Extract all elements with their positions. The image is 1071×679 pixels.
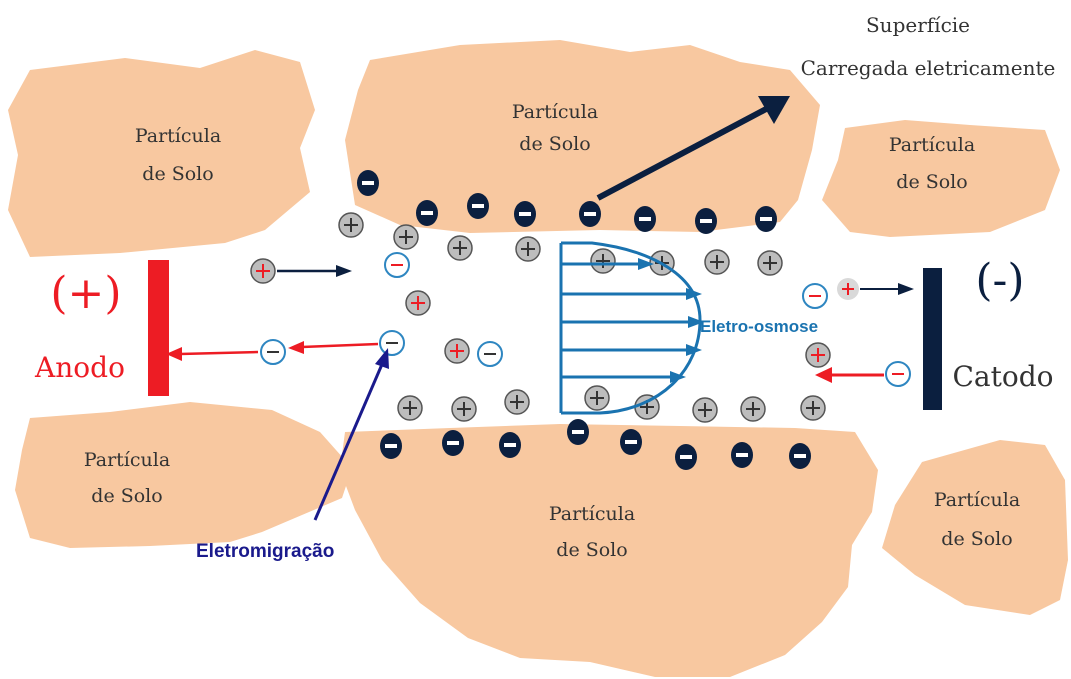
- anion-arrow-head-3: [815, 367, 832, 383]
- soil-particle-top-center: [345, 40, 820, 233]
- anion: [885, 361, 911, 387]
- soil-particle-bottom-right: [882, 440, 1068, 615]
- soil-label-bottom-right-1: Partícula: [934, 489, 1020, 511]
- soil-label-bottom-right-2: de Solo: [941, 528, 1012, 550]
- surface-charge-bottom: [675, 444, 697, 470]
- soil-label-top-left-1: Partícula: [135, 125, 221, 147]
- electromigration-label: Eletromigração: [196, 541, 334, 562]
- cation: [584, 385, 610, 411]
- cation: [405, 290, 431, 316]
- surface-label-line2: Carregada eletricamente: [801, 56, 1056, 80]
- cation: [704, 249, 730, 275]
- surface-charge-top: [416, 200, 438, 226]
- anion: [802, 283, 828, 309]
- cation: [515, 236, 541, 262]
- surface-charge-top: [755, 206, 777, 232]
- migration-arrows: [166, 265, 914, 383]
- surface-charge-top: [514, 201, 536, 227]
- surface-label-line1: Superfície: [866, 13, 970, 37]
- soil-label-top-right-2: de Solo: [896, 171, 967, 193]
- soil-particle-top-left: [8, 50, 315, 257]
- cation: [504, 389, 530, 415]
- cathode-sign: (-): [975, 255, 1024, 306]
- soil-particle-bottom-left: [15, 402, 352, 548]
- surface-charge-bottom: [499, 432, 521, 458]
- flow-arrows: [561, 262, 690, 379]
- negative-surface-charges: [357, 170, 811, 470]
- soil-particle-top-right: [822, 120, 1060, 237]
- cation: [447, 235, 473, 261]
- surface-charge-top: [695, 208, 717, 234]
- surface-charge-top: [579, 201, 601, 227]
- anion: [384, 252, 410, 278]
- cathode-electrode: [923, 268, 942, 410]
- anode: (+) Anodo: [34, 260, 169, 396]
- cation: [757, 250, 783, 276]
- soil-label-bottom-center-2: de Solo: [556, 539, 627, 561]
- anode-sign: (+): [50, 268, 121, 319]
- charged-surface-annotation: Superfície Carregada eletricamente: [596, 13, 1056, 201]
- surface-charge-bottom: [620, 429, 642, 455]
- cation: [397, 395, 423, 421]
- anion-arrow-shaft-1: [301, 342, 379, 349]
- flow-arrow-heads: [638, 258, 704, 383]
- cation: [634, 394, 660, 420]
- cation: [740, 396, 766, 422]
- cation: [444, 338, 470, 364]
- electromigration-annotation: Eletromigração: [196, 348, 389, 562]
- surface-charge-bottom: [731, 442, 753, 468]
- soil-label-top-right-1: Partícula: [889, 134, 975, 156]
- cation: [451, 396, 477, 422]
- soil-label-bottom-left-1: Partícula: [84, 449, 170, 471]
- soil-label-top-center-1: Partícula: [512, 101, 598, 123]
- surface-charge-bottom: [567, 419, 589, 445]
- cathode: (-) Catodo: [923, 255, 1054, 410]
- surface-arrow-shaft: [596, 105, 770, 201]
- soil-label-top-center-2: de Solo: [519, 133, 590, 155]
- cation-migrating: [250, 258, 276, 284]
- surface-charge-bottom: [380, 433, 402, 459]
- soil-label-bottom-center-1: Partícula: [549, 503, 635, 525]
- soil-particle-bottom-center: [340, 424, 878, 677]
- cation: [800, 395, 826, 421]
- anion-migrating: [379, 330, 405, 356]
- surface-charge-top: [634, 206, 656, 232]
- soil-label-bottom-left-2: de Solo: [91, 485, 162, 507]
- cations: [250, 212, 831, 423]
- anion-arrow-shaft-2: [179, 350, 259, 356]
- electroosmosis-profile: [559, 241, 704, 415]
- electroosmosis-label: Eletro-osmose: [700, 317, 818, 336]
- soil-particles: [8, 40, 1068, 677]
- surface-charge-bottom: [789, 443, 811, 469]
- surface-arrow-head: [758, 96, 790, 124]
- cation: [692, 397, 718, 423]
- right-cation-arrow-head: [898, 283, 914, 295]
- cation-small: [837, 278, 859, 300]
- cation: [338, 212, 364, 238]
- anion-arrow-head-2: [166, 347, 182, 361]
- anode-label: Anodo: [34, 351, 125, 384]
- cation-arrow-head: [336, 265, 352, 277]
- cation: [393, 224, 419, 250]
- surface-charge-bottom: [442, 430, 464, 456]
- cathode-label: Catodo: [952, 360, 1053, 393]
- anode-electrode: [148, 260, 169, 396]
- surface-charge-top: [357, 170, 379, 196]
- surface-charge-top: [467, 193, 489, 219]
- cation: [590, 248, 616, 274]
- soil-label-top-left-2: de Solo: [142, 163, 213, 185]
- anions: [260, 252, 911, 387]
- cation: [805, 342, 831, 368]
- anion-arrow-head-1: [288, 341, 304, 354]
- anion: [477, 341, 503, 367]
- soil-particle-labels: Partícula de Solo Partícula de Solo Part…: [84, 101, 1020, 561]
- anion: [260, 339, 286, 365]
